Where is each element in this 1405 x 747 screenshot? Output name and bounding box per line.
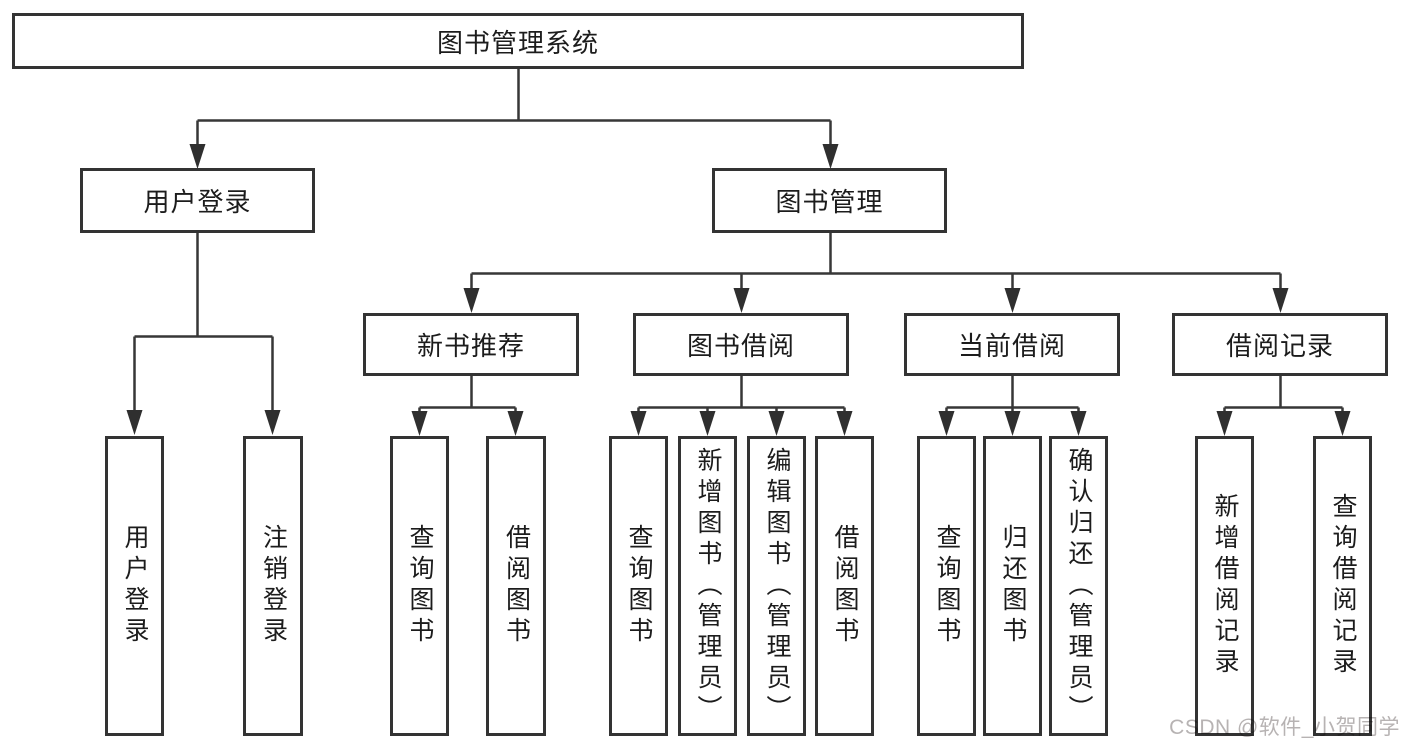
leaf-borrow-query-books: 查询图书 — [609, 436, 668, 736]
node-book-borrow: 图书借阅 — [633, 313, 849, 376]
node-current-borrow: 当前借阅 — [904, 313, 1120, 376]
node-label: 图书借阅 — [686, 331, 795, 361]
leaf-recommend-query-books: 查询图书 — [390, 436, 449, 736]
node-label: 归还图书 — [999, 524, 1027, 648]
connector-root-to-level2 — [189, 68, 839, 169]
node-borrow-records: 借阅记录 — [1172, 313, 1388, 376]
leaf-confirm-return-admin: 确认归还（管理员） — [1049, 436, 1108, 736]
node-label: 用户登录 — [143, 187, 252, 217]
node-label: 借阅记录 — [1225, 331, 1334, 361]
node-label: 查询图书 — [933, 524, 961, 648]
node-label: 图书管理 — [775, 187, 884, 217]
node-label: 查询图书 — [625, 524, 653, 648]
connector-book-borrow-to-leaves — [630, 375, 853, 436]
connector-user-login-to-leaves — [126, 232, 281, 435]
node-label: 查询借阅记录 — [1329, 493, 1357, 679]
connector-book-management-to-level3 — [463, 232, 1289, 313]
leaf-edit-books-admin: 编辑图书（管理员） — [747, 436, 806, 736]
node-label: 注销登录 — [259, 524, 288, 648]
node-label: 确认归还（管理员） — [1065, 446, 1093, 726]
leaf-query-borrow-record: 查询借阅记录 — [1313, 436, 1372, 736]
csdn-watermark: CSDN @软件_小贺同学 — [1169, 716, 1400, 739]
connector-new-book-to-leaves — [411, 375, 524, 436]
leaf-recommend-borrow-books: 借阅图书 — [486, 436, 546, 736]
leaf-user-login: 用户登录 — [105, 436, 164, 736]
leaf-borrow-books: 借阅图书 — [815, 436, 874, 736]
node-label: 新增图书（管理员） — [694, 446, 722, 726]
node-label: 当前借阅 — [957, 331, 1066, 361]
leaf-return-books: 归还图书 — [983, 436, 1042, 736]
node-label: 新增借阅记录 — [1211, 493, 1239, 679]
node-new-book-recommend: 新书推荐 — [363, 313, 579, 376]
connector-current-borrow-to-leaves — [938, 375, 1087, 436]
node-label: 查询图书 — [406, 524, 434, 648]
leaf-current-query-books: 查询图书 — [917, 436, 976, 736]
leaf-add-borrow-record: 新增借阅记录 — [1195, 436, 1254, 736]
node-book-management: 图书管理 — [712, 168, 947, 233]
node-root: 图书管理系统 — [12, 13, 1024, 69]
node-label: 图书管理系统 — [436, 27, 599, 58]
node-label: 借阅图书 — [502, 524, 531, 648]
leaf-logout: 注销登录 — [243, 436, 303, 736]
node-label: 编辑图书（管理员） — [763, 446, 791, 726]
leaf-add-books-admin: 新增图书（管理员） — [678, 436, 737, 736]
node-label: 新书推荐 — [416, 331, 525, 361]
node-user-login: 用户登录 — [80, 168, 315, 233]
node-label: 用户登录 — [121, 524, 149, 648]
connector-borrow-records-to-leaves — [1216, 375, 1351, 436]
node-label: 借阅图书 — [831, 524, 859, 648]
